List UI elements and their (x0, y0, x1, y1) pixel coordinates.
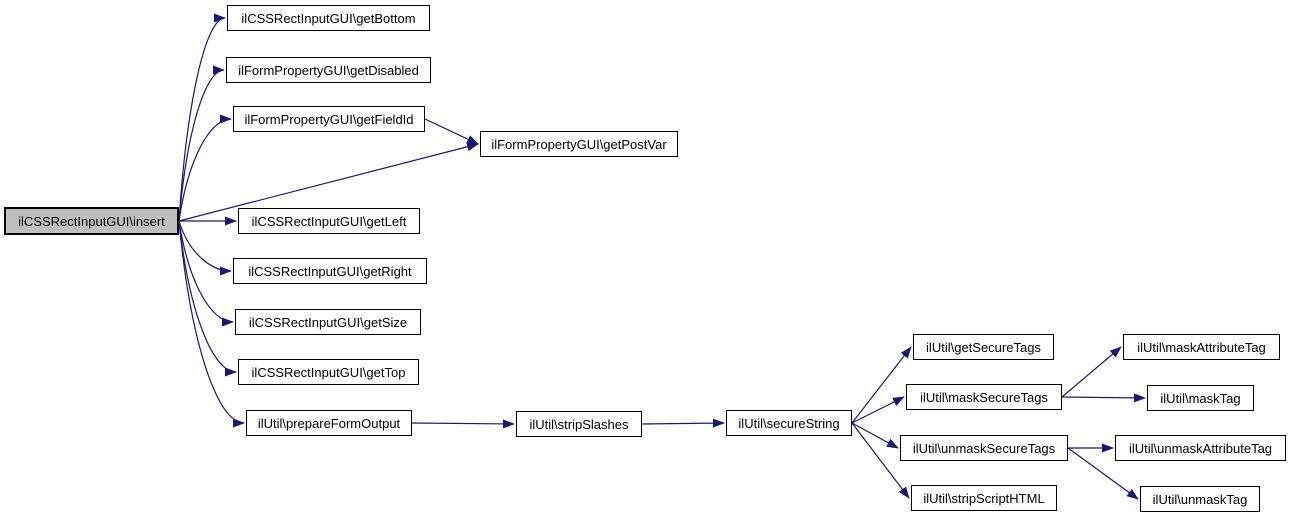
graph-node-getFieldId[interactable]: ilFormPropertyGUI\getFieldId (233, 106, 425, 132)
graph-node-secureString[interactable]: ilUtil\secureString (726, 410, 852, 436)
graph-node-getRight[interactable]: ilCSSRectInputGUI\getRight (233, 258, 427, 284)
edge-maskSecureTags-to-maskTag (1061, 393, 1146, 403)
graph-node-maskSecureTags[interactable]: ilUtil\maskSecureTags (906, 384, 1062, 410)
graph-node-insert: ilCSSRectInputGUI\insert (4, 207, 179, 235)
edge-insert-to-getPostVar (178, 142, 479, 222)
graph-node-label: ilUtil\maskTag (1160, 390, 1241, 406)
graph-node-label: ilUtil\stripScriptHTML (923, 490, 1045, 506)
graph-node-stripScriptHTML[interactable]: ilUtil\stripScriptHTML (911, 485, 1057, 511)
edge-insert-to-getTop (178, 220, 237, 377)
graph-node-label: ilUtil\maskSecureTags (920, 389, 1048, 405)
graph-node-label: ilFormPropertyGUI\getFieldId (244, 111, 414, 127)
graph-node-label: ilFormPropertyGUI\getDisabled (238, 62, 419, 78)
graph-node-getSecureTags[interactable]: ilUtil\getSecureTags (913, 334, 1054, 360)
graph-node-label: ilUtil\unmaskTag (1152, 491, 1248, 507)
graph-node-getBottom[interactable]: ilCSSRectInputGUI\getBottom (227, 5, 430, 31)
graph-node-unmaskAttributeTag[interactable]: ilUtil\unmaskAttributeTag (1115, 435, 1286, 461)
edge-secureString-to-unmaskSecureTags (851, 422, 899, 449)
graph-node-getSize[interactable]: ilCSSRectInputGUI\getSize (235, 309, 421, 335)
edge-unmaskSecureTags-to-unmaskTag (1067, 447, 1139, 500)
edge-insert-to-getSize (178, 220, 234, 327)
graph-node-label: ilCSSRectInputGUI\getBottom (241, 10, 416, 26)
graph-node-label: ilFormPropertyGUI\getPostVar (491, 136, 667, 152)
edge-insert-to-getDisabled (178, 65, 225, 222)
graph-node-getTop[interactable]: ilCSSRectInputGUI\getTop (238, 359, 419, 385)
edge-insert-to-getBottom (178, 13, 226, 222)
graph-node-label: ilUtil\unmaskSecureTags (912, 440, 1056, 456)
graph-node-label: ilUtil\maskAttributeTag (1137, 339, 1266, 355)
graph-node-getDisabled[interactable]: ilFormPropertyGUI\getDisabled (226, 57, 431, 83)
graph-node-label: ilCSSRectInputGUI\getSize (248, 314, 408, 330)
edge-secureString-to-stripScriptHTML (851, 422, 910, 499)
edge-insert-to-prepareFormOutput (178, 220, 245, 428)
graph-node-label: ilCSSRectInputGUI\insert (18, 213, 165, 229)
edge-prepareFormOutput-to-stripSlashes (411, 419, 515, 429)
graph-node-maskTag[interactable]: ilUtil\maskTag (1147, 385, 1254, 411)
graph-node-unmaskSecureTags[interactable]: ilUtil\unmaskSecureTags (900, 435, 1068, 461)
edge-secureString-to-maskSecureTags (851, 396, 905, 424)
graph-node-unmaskTag[interactable]: ilUtil\unmaskTag (1140, 486, 1260, 512)
graph-node-label: ilUtil\prepareFormOutput (257, 415, 401, 431)
graph-node-label: ilUtil\unmaskAttributeTag (1128, 440, 1273, 456)
edge-getFieldId-to-getPostVar (424, 118, 479, 145)
graph-node-label: ilUtil\secureString (738, 415, 840, 431)
edge-secureString-to-getSecureTags (851, 346, 912, 424)
edge-maskSecureTags-to-maskAttributeTag (1061, 346, 1122, 398)
edge-stripSlashes-to-secureString (641, 418, 725, 428)
graph-node-getPostVar[interactable]: ilFormPropertyGUI\getPostVar (480, 131, 678, 157)
edge-insert-to-getRight (178, 220, 232, 276)
graph-node-getLeft[interactable]: ilCSSRectInputGUI\getLeft (238, 208, 420, 234)
graph-node-maskAttributeTag[interactable]: ilUtil\maskAttributeTag (1123, 334, 1280, 360)
graph-node-prepareFormOutput[interactable]: ilUtil\prepareFormOutput (246, 410, 412, 436)
graph-node-label: ilUtil\stripSlashes (529, 416, 629, 432)
edge-insert-to-getFieldId (178, 114, 232, 222)
graph-node-stripSlashes[interactable]: ilUtil\stripSlashes (516, 411, 642, 437)
graph-node-label: ilCSSRectInputGUI\getRight (248, 263, 412, 279)
graph-node-label: ilUtil\getSecureTags (926, 339, 1041, 355)
graph-node-label: ilCSSRectInputGUI\getLeft (251, 213, 407, 229)
graph-node-label: ilCSSRectInputGUI\getTop (251, 364, 406, 380)
